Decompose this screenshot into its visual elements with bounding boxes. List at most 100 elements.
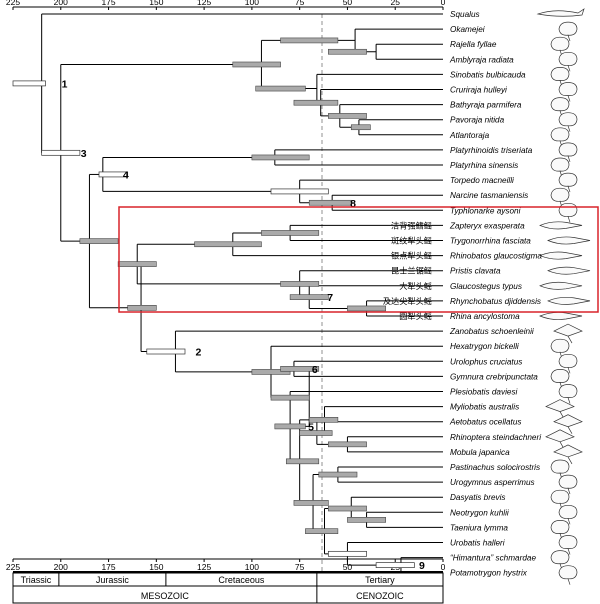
top-tick-label: 25	[390, 0, 400, 7]
node-age-confidence-bars	[12, 37, 415, 569]
taxon-silhouette-icon	[558, 172, 578, 193]
age-ci-bar	[375, 562, 415, 569]
taxon-label: Pristis clavata	[450, 267, 501, 276]
age-ci-bar	[308, 199, 352, 206]
taxon-label: Atlantoraja	[449, 131, 490, 140]
taxon-label: Pastinachus solocirostris	[450, 463, 540, 472]
taxon-silhouettes	[536, 8, 591, 585]
taxon-label: Urolophus cruciatus	[450, 357, 522, 366]
taxon-label: Dasyatis brevis	[450, 493, 506, 502]
taxon-silhouette-icon	[558, 51, 578, 72]
age-ci-bar	[308, 417, 339, 423]
taxon-label: Potamotrygon hystrix	[450, 569, 528, 578]
taxon-silhouette-icon	[558, 202, 578, 223]
bottom-tick-label: 0	[441, 562, 446, 572]
taxon-silhouette-icon	[558, 142, 578, 163]
taxon-silhouette-icon	[553, 323, 583, 344]
bottom-tick-label: 175	[101, 562, 115, 572]
taxon-silhouette-icon	[547, 296, 591, 305]
period-label: Jurassic	[96, 575, 130, 585]
chinese-common-name: 大犁头鳐	[399, 281, 432, 291]
age-ci-bar	[318, 471, 358, 478]
taxon-silhouette-icon	[558, 535, 578, 555]
taxon-label: Rhinoptera steindachneri	[450, 433, 541, 442]
node-number-label: 4	[123, 169, 129, 181]
age-ci-bar	[41, 149, 81, 156]
age-ci-bar	[232, 61, 281, 68]
taxon-silhouette-icon	[553, 444, 583, 465]
age-ci-bar	[117, 261, 157, 267]
age-ci-bar	[280, 37, 339, 44]
taxon-label: Pavoraja nitida	[450, 116, 505, 125]
taxon-label: Rajella fyllae	[450, 40, 497, 49]
top-tick-label: 100	[245, 0, 259, 7]
taxon-label: Torpedo macneilli	[450, 176, 514, 185]
taxon-label: Myliobatis australis	[450, 403, 519, 412]
taxon-label: Gymnura crebripunctata	[450, 372, 538, 381]
age-ci-bar	[305, 528, 339, 534]
taxon-silhouette-icon	[553, 414, 583, 434]
era-label: CENOZOIC	[356, 591, 404, 601]
bottom-tick-label: 50	[343, 562, 353, 572]
chinese-common-name: 斑纹犁头鳐	[391, 236, 432, 246]
taxon-silhouette-icon	[558, 82, 578, 102]
age-ci-bar	[270, 188, 329, 195]
age-ci-bar	[328, 113, 367, 119]
node-number-label: 9	[419, 560, 425, 572]
age-ci-bar	[127, 305, 157, 311]
age-ci-bar	[328, 48, 367, 55]
age-ci-bar	[280, 281, 320, 287]
chinese-common-name: 洁背强鳍鳐	[391, 220, 432, 230]
taxon-label: Cruriraja hulleyi	[450, 86, 507, 95]
node-number-label: 8	[350, 198, 356, 210]
node-number-label: 1	[62, 78, 68, 90]
taxon-label: “Himantura” schmardae	[450, 554, 536, 563]
taxon-label: Okamejei	[450, 25, 485, 34]
chinese-common-name: 圆犁头鳐	[399, 311, 432, 321]
top-tick-label: 125	[197, 0, 211, 7]
taxon-label: Platyrhina sinensis	[450, 161, 518, 170]
age-ci-bar	[328, 505, 367, 512]
taxon-silhouette-icon	[558, 21, 578, 42]
taxon-label: Platyrhinoidis triseriata	[450, 146, 533, 155]
taxon-label: Rhynchobatus djiddensis	[450, 297, 541, 306]
age-ci-bar	[79, 238, 119, 244]
taxon-silhouette-icon	[539, 281, 583, 290]
taxon-label: Urobatis halleri	[450, 539, 505, 548]
era-label: MESOZOIC	[141, 591, 190, 601]
taxon-label: Zapteryx exasperata	[449, 221, 525, 230]
age-ci-bar	[293, 99, 339, 106]
age-ci-bar	[261, 230, 320, 236]
taxon-label: Plesiobatis daviesi	[450, 388, 518, 397]
taxon-silhouette-icon	[539, 251, 583, 260]
taxon-label: Amblyraja radiata	[449, 55, 514, 64]
age-ci-bar	[270, 394, 310, 401]
top-tick-label: 200	[54, 0, 68, 7]
age-ci-bar	[285, 458, 320, 465]
age-ci-bar	[347, 305, 386, 312]
taxon-silhouette-icon	[539, 312, 583, 320]
period-label: Cretaceous	[218, 575, 265, 585]
taxon-silhouette-icon	[536, 8, 585, 17]
taxon-silhouette-icon	[558, 565, 578, 585]
period-label: Tertiary	[365, 575, 395, 585]
bottom-tick-label: 125	[197, 562, 211, 572]
taxon-label: Rhinobatos glaucostigma	[450, 252, 542, 261]
taxon-label: Typhlonarke aysoni	[450, 206, 521, 215]
taxon-label: Rhina ancylostoma	[450, 312, 520, 321]
age-ci-bar	[194, 241, 262, 248]
age-ci-bar	[327, 550, 367, 557]
age-ci-bar	[293, 500, 329, 506]
node-number-label: 5	[308, 421, 314, 433]
taxon-label: Squalus	[450, 10, 480, 19]
taxon-silhouette-icon	[558, 384, 578, 404]
age-ci-bar	[299, 430, 333, 436]
age-ci-bar	[280, 366, 320, 372]
rhinopristiformes-highlight-box	[118, 206, 599, 313]
taxon-label: Glaucostegus typus	[450, 282, 522, 291]
period-label: Triassic	[21, 575, 52, 585]
top-tick-label: 75	[295, 0, 305, 7]
bottom-tick-label: 150	[149, 562, 163, 572]
